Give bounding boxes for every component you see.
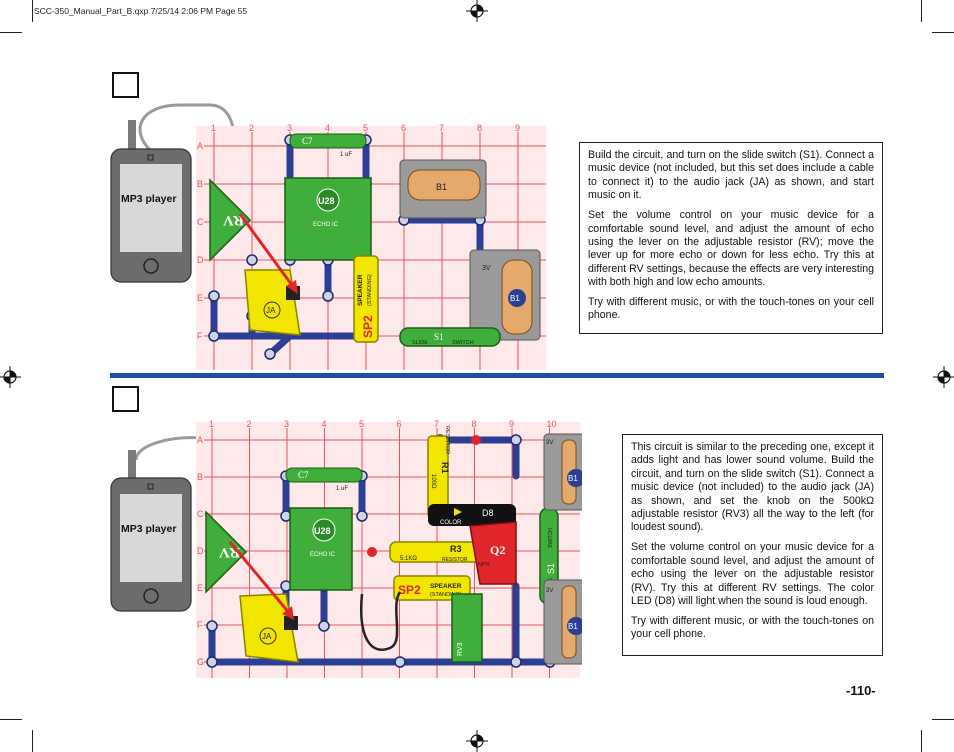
instructions-bottom: This circuit is similar to the preceding… — [622, 434, 883, 656]
u28-label: U28 — [318, 196, 335, 206]
b1-volt-bottom-b: 3V — [546, 588, 553, 594]
section-divider — [110, 373, 884, 378]
r3-label: R3 — [450, 544, 462, 554]
q2-sub: NPN — [478, 562, 490, 568]
u28-sub-bottom: ECHO IC — [310, 552, 336, 558]
top-col-label-1: 1 — [211, 123, 216, 133]
b1-label-bottom-b: B1 — [568, 622, 578, 631]
registration-mark-top — [466, 0, 488, 22]
instructions-top-p1: Build the circuit, and turn on the slide… — [588, 149, 874, 202]
s1-label-bottom: S1 — [546, 563, 556, 574]
b1-volt-top: 3V — [482, 265, 491, 272]
file-slug: SCC-350_Manual_Part_B.qxp 7/25/14 2:06 P… — [34, 6, 248, 16]
r3-value: 5.1KΩ — [400, 556, 417, 562]
mp3-player-label-top: MP3 player — [121, 193, 177, 205]
s1-slide-top: SLIDE — [412, 340, 428, 346]
b1-label-bottom-a: B1 — [568, 474, 578, 483]
b1-label-top-a: B1 — [436, 182, 447, 192]
top-col-label-3: 3 — [287, 123, 292, 133]
bottom-col-label-9: 9 — [509, 419, 514, 429]
d8-label: D8 — [482, 508, 494, 518]
top-col-label-6: 6 — [401, 123, 406, 133]
bottom-row-label-A: A — [197, 435, 203, 445]
bottom-col-label-7: 7 — [434, 419, 439, 429]
bottom-col-label-6: 6 — [397, 419, 402, 429]
u28-label-bottom: U28 — [314, 526, 331, 536]
registration-mark-left — [0, 366, 21, 388]
u28-sub: ECHO IC — [313, 222, 339, 228]
top-col-label-7: 7 — [439, 123, 444, 133]
top-col-label-9: 9 — [515, 123, 520, 133]
instructions-top-p2: Set the volume control on your music dev… — [588, 209, 874, 289]
circuit-board-top: 1 2 3 4 5 6 7 8 9A B C D E F C7 1 uF U28 ECHO IC RV — [196, 123, 546, 370]
registration-mark-bottom — [466, 730, 488, 752]
c7-label-bottom: C7 — [298, 470, 309, 480]
sp2-sub2-bottom: (STANDING) — [430, 592, 462, 598]
circuit-board-bottom: 1 2 3 4 5 6 7 8 9 10A B C D E F G C7 1 uF U28 ECHO IC R… — [196, 419, 582, 678]
c7-value: 1 uF — [340, 152, 352, 158]
sp2-label-bottom: SP2 — [398, 583, 421, 597]
instructions-bottom-p3: Try with different music, or with the to… — [631, 614, 874, 641]
bottom-row-label-F: F — [197, 620, 203, 630]
top-col-label-2: 2 — [249, 123, 254, 133]
instructions-bottom-p2: Set the volume control on your music dev… — [631, 541, 874, 607]
instructions-top: Build the circuit, and turn on the slide… — [579, 142, 883, 334]
mp3-player-bottom — [110, 436, 201, 612]
instructions-top-p3: Try with different music, or with the to… — [588, 296, 874, 322]
top-col-label-5: 5 — [363, 123, 368, 133]
d8-sub: COLOR — [440, 520, 462, 526]
r1-sub: RESISTOR — [444, 426, 450, 454]
sp2-sub: SPEAKER — [357, 274, 364, 306]
q2-label: Q2 — [490, 543, 505, 557]
top-row-label-C: C — [197, 217, 204, 227]
bottom-col-label-2: 2 — [247, 419, 252, 429]
top-row-label-A: A — [197, 141, 203, 151]
bottom-row-label-G: G — [197, 657, 204, 667]
s1-switch-bottom: SWITCH — [548, 528, 554, 548]
instructions-bottom-p1: This circuit is similar to the preceding… — [631, 441, 874, 535]
bottom-row-label-D: D — [197, 546, 204, 556]
s1-label-top: S1 — [434, 332, 444, 342]
r1-label: R1 — [440, 462, 450, 474]
ja-label-bottom: JA — [262, 632, 272, 641]
registration-mark-right — [933, 366, 954, 388]
project-checkbox-top[interactable] — [112, 72, 139, 98]
bottom-row-label-C: C — [197, 509, 204, 519]
project-checkbox-bottom[interactable] — [112, 386, 139, 412]
rv-label: RV — [223, 212, 244, 228]
b1-volt-bottom-a: 3V — [546, 440, 553, 446]
top-row-label-D: D — [197, 255, 204, 265]
sp2-sub2: (STANDING) — [367, 274, 373, 306]
omega-symbol: Ω — [866, 494, 874, 507]
r1-value: 100Ω — [430, 474, 436, 489]
r3-sub: RESISTOR — [442, 557, 468, 563]
bottom-col-label-10: 10 — [547, 419, 557, 429]
sp2-label: SP2 — [361, 315, 375, 338]
bottom-col-label-3: 3 — [284, 419, 289, 429]
ja-label: JA — [266, 306, 276, 315]
bottom-col-label-1: 1 — [209, 419, 214, 429]
instructions-bottom-p1-a: This circuit is similar to the preceding… — [631, 441, 874, 507]
bottom-col-label-5: 5 — [359, 419, 364, 429]
s1-switch-top: SWITCH — [452, 340, 474, 346]
rv3-label: RV3 — [457, 642, 464, 656]
bottom-row-label-E: E — [197, 583, 203, 593]
bottom-col-label-8: 8 — [472, 419, 477, 429]
sp2-sub-bottom: SPEAKER — [430, 583, 462, 590]
b1-label-top-b: B1 — [510, 294, 520, 303]
top-col-label-8: 8 — [477, 123, 482, 133]
instructions-bottom-p1-b: adjustable resistor (RV3) all the way to… — [631, 508, 874, 534]
top-row-label-B: B — [197, 179, 203, 189]
c7-label: C7 — [302, 136, 313, 146]
top-row-label-F: F — [197, 331, 203, 341]
c7-value-bottom: 1 uF — [336, 486, 348, 492]
mp3-player-label-bottom: MP3 player — [121, 523, 177, 535]
page-number: -110- — [846, 683, 876, 698]
top-row-label-E: E — [197, 293, 203, 303]
mp3-player-top — [110, 103, 251, 283]
bottom-row-label-B: B — [197, 472, 203, 482]
top-col-label-4: 4 — [325, 123, 330, 133]
bottom-col-label-4: 4 — [322, 419, 327, 429]
